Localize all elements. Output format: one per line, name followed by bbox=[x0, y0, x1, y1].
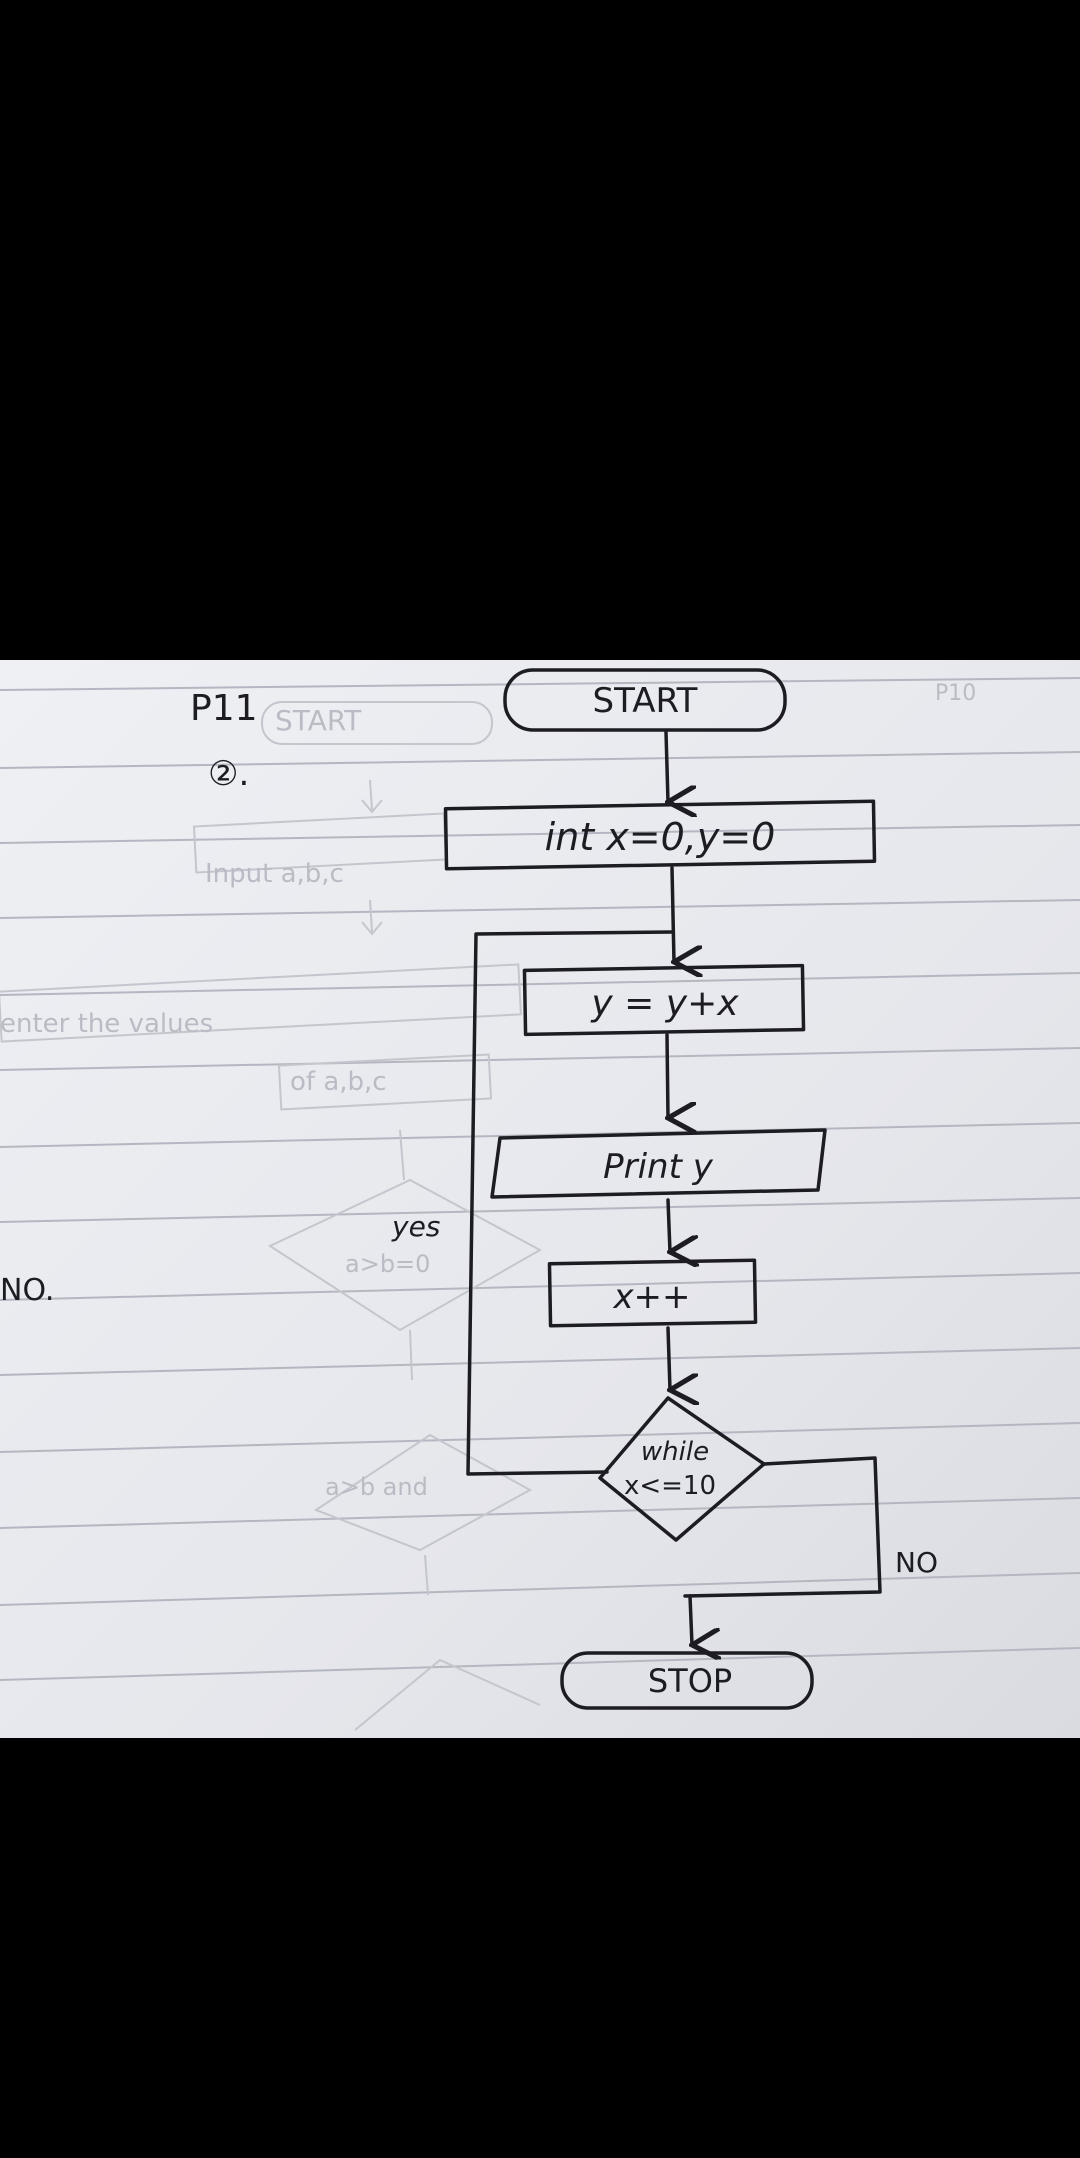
decision-diamond bbox=[598, 1396, 766, 1542]
bleed-through-text-5: a>b=0 bbox=[345, 1250, 430, 1278]
no-label: NO bbox=[895, 1546, 938, 1579]
arrow-step1-step2 bbox=[667, 1033, 668, 1118]
bleed-through-text-6: a>b and bbox=[325, 1473, 428, 1501]
arrow-start-init bbox=[664, 730, 668, 802]
init-box bbox=[443, 799, 877, 871]
step1-box bbox=[522, 963, 806, 1037]
notebook-photo: START Input a,b,c enter the values of a,… bbox=[0, 660, 1080, 1738]
stop-terminal bbox=[560, 1651, 814, 1710]
arrow-init-step1 bbox=[670, 866, 674, 962]
no-branch-line bbox=[683, 1456, 882, 1598]
page-label: P11 bbox=[190, 688, 258, 729]
bleed-through-text-2: Input a,b,c bbox=[205, 859, 344, 889]
step2-box bbox=[490, 1128, 827, 1199]
stop-label: STOP bbox=[648, 1662, 732, 1700]
bleed-yes-label: yes bbox=[391, 1210, 440, 1243]
decision-label-2: x<=10 bbox=[624, 1471, 716, 1501]
step3-box bbox=[547, 1258, 758, 1328]
init-label: int x=0,y=0 bbox=[545, 815, 776, 859]
step1-label: y = y+x bbox=[590, 983, 739, 1024]
step2-label: Print y bbox=[603, 1147, 714, 1187]
arrow-step2-step3 bbox=[668, 1198, 670, 1252]
bleed-through bbox=[0, 701, 543, 1731]
bleed-through-text-1: START bbox=[275, 704, 362, 737]
side-note: NO. bbox=[0, 1273, 54, 1308]
decision-label-1: while bbox=[641, 1437, 709, 1467]
start-terminal bbox=[503, 668, 787, 732]
page-number: ②. bbox=[208, 754, 249, 794]
flowchart bbox=[443, 668, 882, 1710]
start-label: START bbox=[593, 681, 698, 721]
bleed-through-text-3: enter the values bbox=[0, 1009, 213, 1039]
arrow-decision-stop bbox=[690, 1594, 692, 1645]
step3-label: x++ bbox=[612, 1277, 690, 1317]
ruled-lines bbox=[0, 677, 1080, 1681]
arrow-step3-decision bbox=[666, 1326, 670, 1390]
bleed-through-text-4: of a,b,c bbox=[290, 1067, 387, 1097]
loop-back-line bbox=[466, 930, 674, 1476]
flowchart-labels: START int x=0,y=0 y = y+x Print y x++ wh… bbox=[545, 681, 938, 1700]
bleed-through-text-7: P10 bbox=[935, 681, 976, 706]
